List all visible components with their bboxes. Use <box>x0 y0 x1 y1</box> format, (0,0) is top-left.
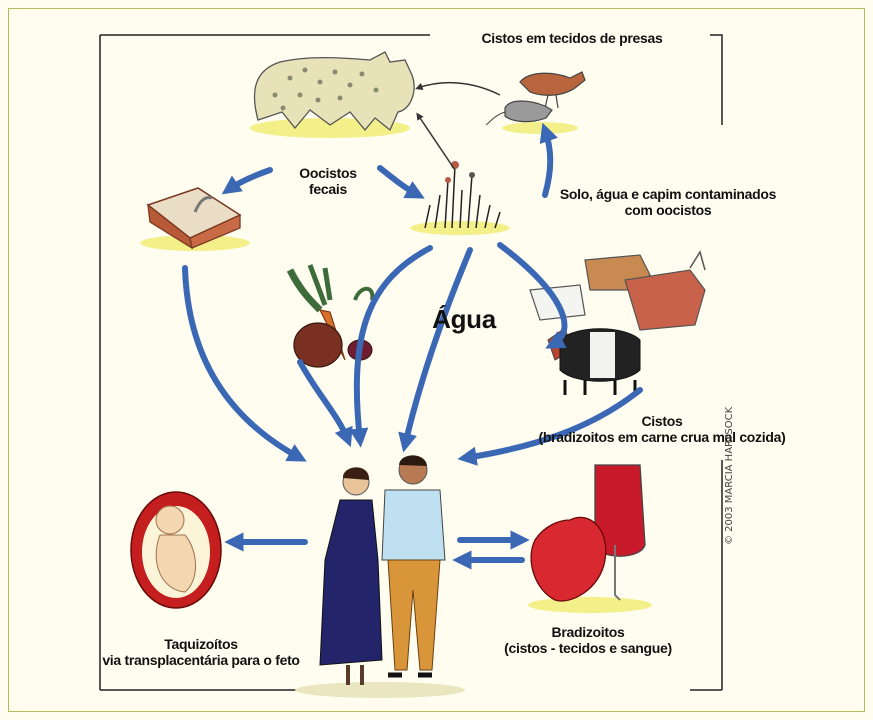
fetus-illustration <box>131 492 221 608</box>
bird-mouse-illustration <box>486 72 585 134</box>
heart-blood-bag-illustration <box>528 465 652 613</box>
label-bradyzoites: Bradizoitos (cistos - tecidos e sangue) <box>488 624 688 656</box>
label-prey-cysts: Cistos em tecidos de presas <box>452 30 692 46</box>
grass-illustration <box>410 161 510 235</box>
people-illustration <box>295 455 465 698</box>
thin-arrows <box>418 83 500 170</box>
label-cysts-raw-meat: Cistos (bradizoitos em carne crua mal co… <box>524 413 800 445</box>
label-fecal-oocysts: Oocistos fecais <box>283 165 373 197</box>
label-tachyzoites: Taquizoítos via transplacentária para o … <box>101 636 301 668</box>
label-water: Água <box>418 305 510 335</box>
farm-animals-illustration <box>530 252 705 395</box>
label-contaminated-soil-water: Solo, água e capim contaminados com ooci… <box>548 186 788 218</box>
cat-illustration <box>250 52 414 138</box>
copyright-notice: © 2003 MARCIA HARTSOCK <box>724 405 738 545</box>
litter-box-illustration <box>140 188 250 251</box>
